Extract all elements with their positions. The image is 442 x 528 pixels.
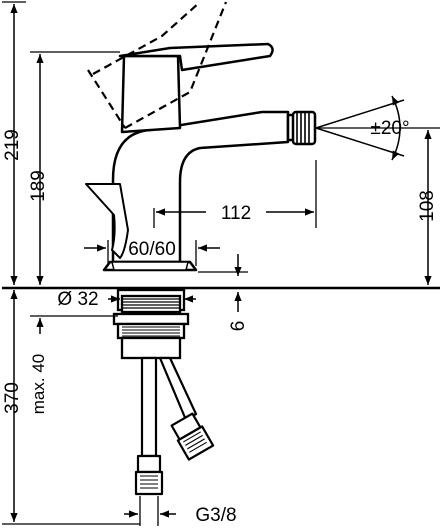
faucet-body xyxy=(85,42,317,272)
dim-6: 6 xyxy=(228,321,249,332)
dim-diameter: Ø 32 xyxy=(57,289,98,310)
supply-hoses xyxy=(134,356,215,496)
dim-112: 112 xyxy=(221,203,251,224)
dim-max-40: max. 40 xyxy=(29,354,48,414)
dim-108: 108 xyxy=(417,190,438,222)
mounting-assembly xyxy=(112,288,190,360)
dim-g3-8: G3/8 xyxy=(195,505,236,526)
dim-370: 370 xyxy=(2,382,23,414)
dim-189: 189 xyxy=(28,170,49,202)
dim-60-60: 60/60 xyxy=(128,239,176,260)
handle-alt-position xyxy=(87,1,228,129)
dim-219: 219 xyxy=(2,129,23,161)
dim-angle: ±20° xyxy=(370,118,409,139)
